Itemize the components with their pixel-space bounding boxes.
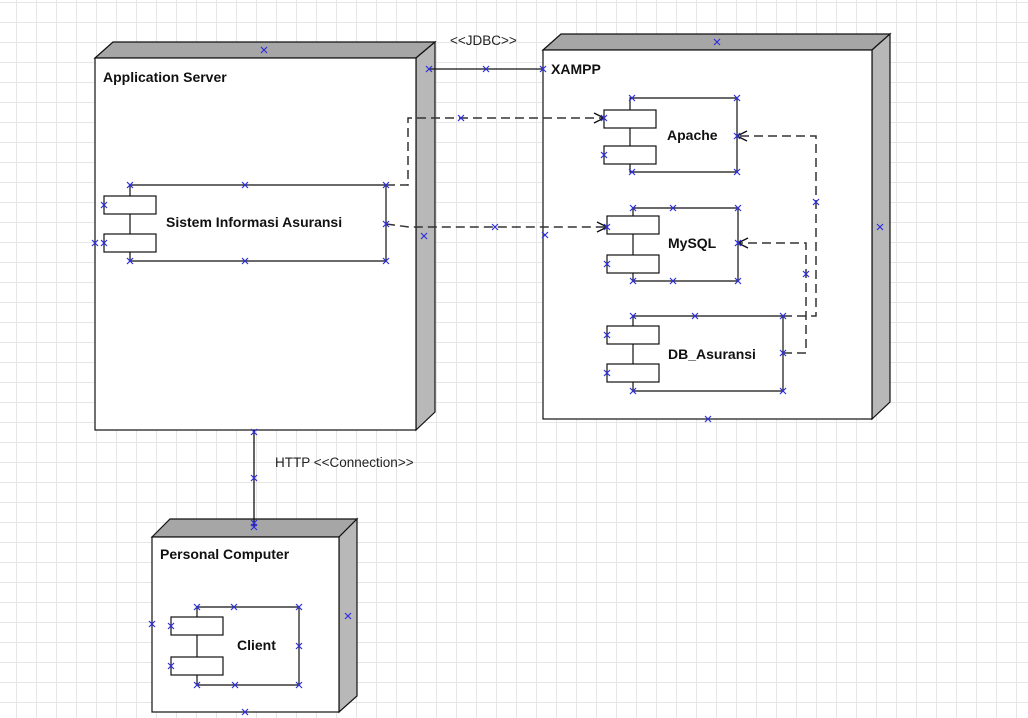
component-db-asuransi[interactable]: DB_Asuransi [606, 315, 784, 392]
selection-handle-icon[interactable] [344, 612, 352, 620]
selection-handle-icon[interactable] [193, 603, 201, 611]
selection-handle-icon[interactable] [600, 114, 608, 122]
selection-handle-icon[interactable] [629, 277, 637, 285]
component-port-top [606, 325, 660, 345]
node-title-personal-computer: Personal Computer [160, 546, 290, 562]
selection-handle-icon[interactable] [231, 681, 239, 689]
selection-handle-icon[interactable] [629, 204, 637, 212]
selection-handle-icon[interactable] [629, 387, 637, 395]
selection-handle-icon[interactable] [457, 114, 465, 122]
selection-handle-icon[interactable] [250, 474, 258, 482]
selection-handle-icon[interactable] [382, 220, 390, 228]
component-port-bottom [103, 233, 157, 253]
selection-handle-icon[interactable] [491, 223, 499, 231]
selection-handle-icon[interactable] [100, 239, 108, 247]
component-port-top [606, 215, 660, 235]
dependency-db-to-apache[interactable] [737, 136, 817, 317]
connection-jdbc[interactable]: <<JDBC>> [430, 33, 543, 70]
node-side-face [415, 40, 436, 432]
component-port-bottom [170, 656, 224, 676]
component-mysql[interactable]: MySQL [606, 207, 739, 282]
component-sistem-informasi-asuransi[interactable]: Sistem Informasi Asuransi [103, 184, 387, 262]
component-label: Apache [667, 127, 718, 143]
selection-handle-icon[interactable] [603, 369, 611, 377]
selection-handle-icon[interactable] [600, 151, 608, 159]
selection-handle-icon[interactable] [382, 181, 390, 189]
selection-handle-icon[interactable] [295, 642, 303, 650]
selection-handle-icon[interactable] [779, 387, 787, 395]
selection-handles [91, 38, 884, 716]
selection-handle-icon[interactable] [704, 415, 712, 423]
dependency-sistem-to-apache[interactable] [386, 118, 604, 186]
selection-handle-icon[interactable] [250, 428, 258, 436]
selection-handle-icon[interactable] [250, 519, 258, 527]
selection-handle-icon[interactable] [734, 204, 742, 212]
connection-http[interactable]: HTTP <<Connection>> [253, 430, 414, 527]
node-title-xampp: XAMPP [551, 61, 601, 77]
selection-handle-icon[interactable] [628, 168, 636, 176]
selection-handle-icon[interactable] [733, 94, 741, 102]
selection-handle-icon[interactable] [148, 620, 156, 628]
selection-handle-icon[interactable] [425, 65, 433, 73]
component-port-top [103, 195, 157, 215]
selection-handle-icon[interactable] [295, 681, 303, 689]
selection-handle-icon[interactable] [733, 168, 741, 176]
selection-handle-icon[interactable] [100, 201, 108, 209]
selection-handle-icon[interactable] [876, 223, 884, 231]
selection-handle-icon[interactable] [126, 181, 134, 189]
selection-handle-icon[interactable] [126, 257, 134, 265]
component-label: MySQL [668, 235, 717, 251]
selection-handle-icon[interactable] [802, 270, 810, 278]
component-port-bottom [603, 145, 657, 165]
selection-handle-icon[interactable] [541, 231, 549, 239]
selection-handle-icon[interactable] [691, 312, 699, 320]
selection-handle-icon[interactable] [91, 239, 99, 247]
selection-handle-icon[interactable] [629, 312, 637, 320]
component-label: Sistem Informasi Asuransi [166, 214, 342, 230]
selection-handle-icon[interactable] [603, 223, 611, 231]
node-title-application-server: Application Server [103, 69, 227, 85]
component-port-bottom [606, 254, 660, 274]
selection-handle-icon[interactable] [669, 277, 677, 285]
component-apache[interactable]: Apache [603, 97, 738, 173]
selection-handle-icon[interactable] [482, 65, 490, 73]
selection-handle-icon[interactable] [241, 181, 249, 189]
component-port-top [603, 109, 657, 129]
component-label: Client [237, 637, 276, 653]
selection-handle-icon[interactable] [382, 257, 390, 265]
selection-handle-icon[interactable] [603, 260, 611, 268]
selection-handle-icon[interactable] [733, 132, 741, 140]
component-outline [129, 184, 387, 262]
dependency-db-to-mysql[interactable] [738, 243, 807, 354]
connection-label-http: HTTP <<Connection>> [275, 455, 414, 470]
selection-handle-icon[interactable] [167, 662, 175, 670]
selection-handle-icon[interactable] [167, 622, 175, 630]
selection-handle-icon[interactable] [628, 94, 636, 102]
selection-handle-icon[interactable] [779, 349, 787, 357]
selection-handle-icon[interactable] [241, 708, 249, 716]
selection-handle-icon[interactable] [241, 257, 249, 265]
selection-handle-icon[interactable] [669, 204, 677, 212]
selection-handle-icon[interactable] [420, 232, 428, 240]
selection-handle-icon[interactable] [713, 38, 721, 46]
selection-handle-icon[interactable] [539, 65, 547, 73]
selection-handle-icon[interactable] [603, 331, 611, 339]
selection-handle-icon[interactable] [779, 312, 787, 320]
selection-handle-icon[interactable] [734, 277, 742, 285]
component-port-bottom [606, 363, 660, 383]
component-client[interactable]: Client [170, 606, 300, 686]
component-label: DB_Asuransi [668, 346, 756, 362]
dependency-sistem-to-mysql[interactable] [385, 224, 607, 227]
node-top-face [93, 41, 437, 59]
selection-handle-icon[interactable] [734, 239, 742, 247]
component-port-top [170, 616, 224, 636]
connection-label-jdbc: <<JDBC>> [450, 33, 517, 48]
selection-handle-icon[interactable] [260, 46, 268, 54]
selection-handle-icon[interactable] [295, 603, 303, 611]
selection-handle-icon[interactable] [193, 681, 201, 689]
selection-handle-icon[interactable] [230, 603, 238, 611]
selection-handle-icon[interactable] [812, 198, 820, 206]
